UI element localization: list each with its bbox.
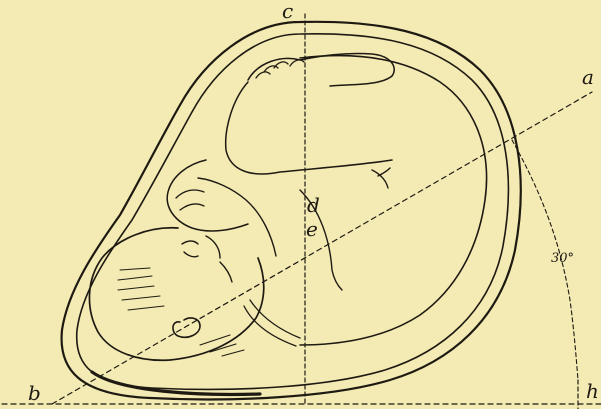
- reference-lines: [2, 14, 601, 409]
- label-a: a: [582, 65, 594, 89]
- label-c: c: [282, 0, 293, 23]
- label-b: b: [28, 381, 41, 405]
- label-h: h: [586, 379, 599, 403]
- axis-line-ba: [52, 92, 592, 404]
- label-angle: 30°: [551, 251, 574, 266]
- uterine-wall: [62, 22, 521, 400]
- label-d: d: [307, 193, 320, 217]
- label-e: e: [306, 217, 318, 241]
- fetus-figure: [89, 53, 486, 360]
